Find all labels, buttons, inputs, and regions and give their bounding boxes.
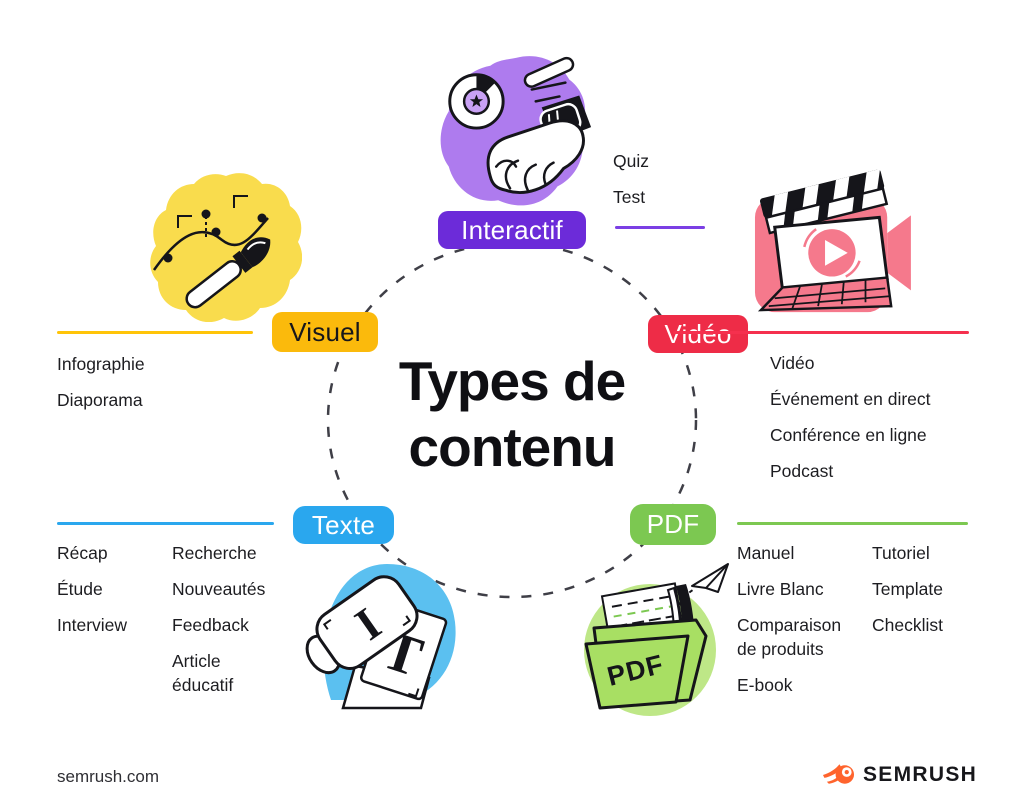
pdf-folder-icon: PDF bbox=[584, 618, 708, 710]
bezier-curve-shape bbox=[152, 195, 269, 271]
interactif-underline bbox=[615, 226, 705, 229]
pdf-item-list-col1: Manuel Livre Blanc Comparaison de produi… bbox=[737, 541, 859, 709]
list-item: Tutoriel bbox=[872, 543, 930, 563]
clapperboard-icon bbox=[759, 168, 889, 235]
list-item: Template bbox=[872, 579, 944, 599]
hand-smartwatch-illustration bbox=[440, 56, 592, 206]
list-item: Quiz bbox=[613, 151, 649, 171]
letter-stamp-shape: I bbox=[305, 575, 419, 675]
pdf-folder-illustration: PDF bbox=[584, 563, 729, 716]
page-title-line1: Types de bbox=[398, 350, 626, 412]
swoosh-shape bbox=[523, 56, 575, 88]
video-underline bbox=[673, 331, 969, 334]
list-item: Livre Blanc bbox=[737, 579, 824, 599]
website-label: semrush.com bbox=[57, 767, 160, 786]
badge-texte-label: Texte bbox=[311, 509, 376, 540]
badge-interactif-label: Interactif bbox=[461, 214, 563, 245]
badge-pdf: PDF bbox=[630, 504, 716, 545]
badge-interactif: Interactif bbox=[438, 211, 586, 249]
badge-video-label: Vidéo bbox=[664, 318, 732, 349]
laptop-play-icon bbox=[757, 215, 893, 312]
target-icon bbox=[448, 73, 505, 130]
paper-plane-icon bbox=[691, 563, 729, 593]
badge-video: Vidéo bbox=[648, 315, 748, 353]
texte-underline bbox=[57, 522, 274, 525]
list-item: Article éducatif bbox=[172, 651, 234, 695]
list-item: Conférence en ligne bbox=[770, 425, 927, 445]
interactif-item-list: Quiz Test bbox=[613, 149, 743, 221]
list-item: E-book bbox=[737, 675, 793, 695]
semrush-logo: SEMRUSH bbox=[822, 761, 977, 788]
badge-visuel-label: Visuel bbox=[289, 316, 361, 347]
badge-visuel: Visuel bbox=[272, 312, 378, 352]
visuel-item-list: Infographie Diaporama bbox=[57, 352, 227, 424]
list-item: Manuel bbox=[737, 543, 795, 563]
camera-flag-shape bbox=[887, 215, 911, 291]
list-item: Checklist bbox=[872, 615, 943, 635]
list-item: Diaporama bbox=[57, 390, 143, 410]
pdf-underline bbox=[737, 522, 968, 525]
pdf-item-list-col2: Tutoriel Template Checklist bbox=[872, 541, 977, 649]
list-item: Récap bbox=[57, 543, 108, 563]
semrush-flame-icon bbox=[822, 764, 855, 784]
texte-item-list-col1: Récap Étude Interview bbox=[57, 541, 157, 649]
list-item: Étude bbox=[57, 579, 103, 599]
list-item: Infographie bbox=[57, 354, 145, 374]
page-title: Types de contenu bbox=[312, 348, 712, 480]
list-item: Événement en direct bbox=[770, 389, 931, 409]
paintbrush-icon bbox=[185, 237, 271, 309]
list-item: Feedback bbox=[172, 615, 249, 635]
list-item: Nouveautés bbox=[172, 579, 266, 599]
badge-texte: Texte bbox=[293, 506, 394, 544]
list-item: Comparaison de produits bbox=[737, 615, 842, 659]
list-item: Podcast bbox=[770, 461, 834, 481]
laptop-clapperboard-illustration bbox=[754, 168, 911, 313]
paintbrush-curve-illustration bbox=[150, 173, 302, 322]
letter-stamp-illustration: T I bbox=[305, 564, 456, 710]
list-item: Recherche bbox=[172, 543, 257, 563]
page-title-line2: contenu bbox=[408, 416, 617, 478]
fist-shape bbox=[486, 119, 585, 194]
badge-pdf-label: PDF bbox=[646, 509, 700, 539]
list-item: Interview bbox=[57, 615, 128, 635]
semrush-wordmark: SEMRUSH bbox=[863, 762, 978, 786]
list-item: Test bbox=[613, 187, 646, 207]
visuel-underline bbox=[57, 331, 253, 334]
video-item-list: Vidéo Événement en direct Conférence en … bbox=[770, 351, 1000, 495]
texte-item-list-col2: Recherche Nouveautés Feedback Article éd… bbox=[172, 541, 284, 709]
list-item: Vidéo bbox=[770, 353, 815, 373]
